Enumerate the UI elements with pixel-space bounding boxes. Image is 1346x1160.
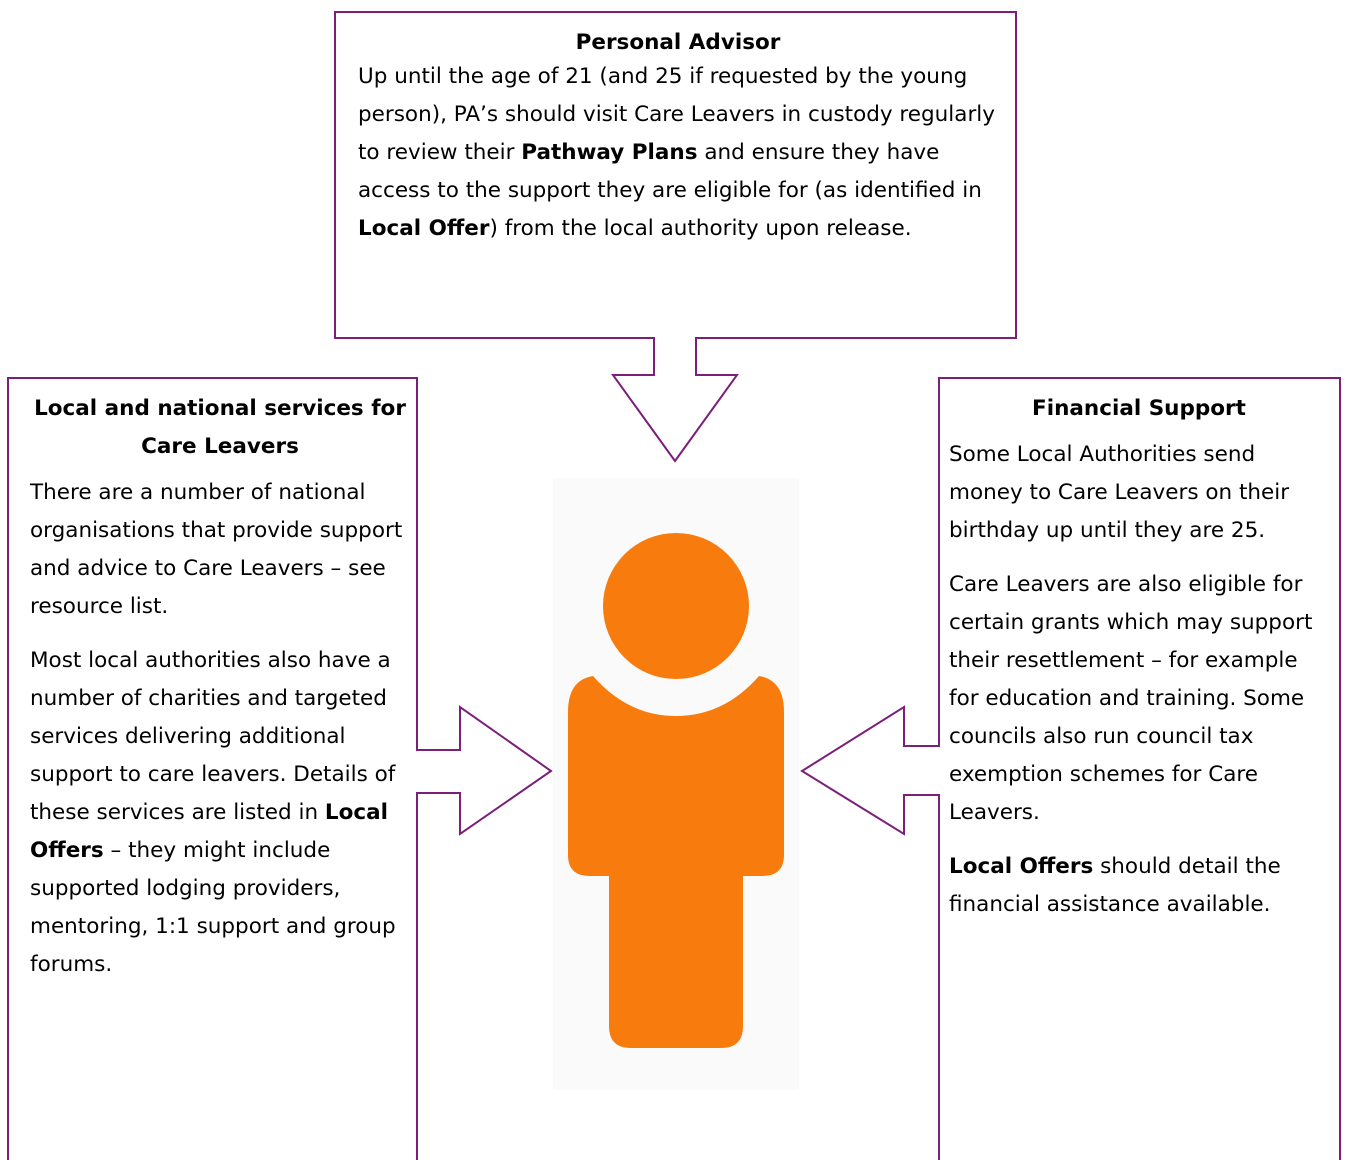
text-run: There are a number of national organisat… (30, 480, 403, 619)
personal-advisor-box: Personal Advisor Up until the age of 21 … (358, 28, 998, 248)
local-services-paragraph: There are a number of national organisat… (30, 474, 410, 626)
bold-text-run: Local Offers (30, 800, 389, 863)
text-run: should detail the financial assistance a… (949, 854, 1281, 917)
text-run: ) from the local authority upon release. (489, 216, 912, 241)
financial-support-heading: Financial Support (1032, 396, 1246, 421)
right-callout-shape (800, 377, 1341, 1160)
person-body (568, 676, 784, 1048)
local-services-paragraph: Most local authorities also have a numbe… (30, 642, 410, 984)
personal-advisor-heading: Personal Advisor (575, 30, 781, 55)
bold-text-run: Pathway Plans (521, 140, 698, 165)
top-callout-shape (334, 11, 1017, 463)
left-callout-shape (7, 377, 553, 1160)
financial-support-paragraph: Local Offers should detail the financial… (949, 848, 1329, 924)
text-run: Some Local Authorities send money to Car… (949, 442, 1290, 543)
local-services-heading: Local and national services for Care Lea… (34, 396, 406, 459)
text-run: – they might include supported lodging p… (30, 838, 396, 977)
text-run: Care Leavers are also eligible for certa… (949, 572, 1313, 825)
personal-advisor-body: Up until the age of 21 (and 25 if reques… (358, 58, 998, 248)
text-run: Up until the age of 21 (and 25 if reques… (358, 64, 995, 165)
person-head (603, 533, 749, 679)
bold-text-run: Local Offers (949, 854, 1094, 879)
financial-support-box: Financial Support Some Local Authorities… (949, 390, 1329, 940)
text-run: and ensure they have access to the suppo… (358, 140, 982, 203)
local-services-box: Local and national services for Care Lea… (30, 390, 410, 1000)
financial-support-paragraph: Care Leavers are also eligible for certa… (949, 566, 1329, 832)
financial-support-paragraph: Some Local Authorities send money to Car… (949, 436, 1329, 550)
bold-text-run: Local Offer (358, 216, 490, 241)
person-icon (553, 478, 799, 1090)
text-run: Most local authorities also have a numbe… (30, 648, 396, 825)
